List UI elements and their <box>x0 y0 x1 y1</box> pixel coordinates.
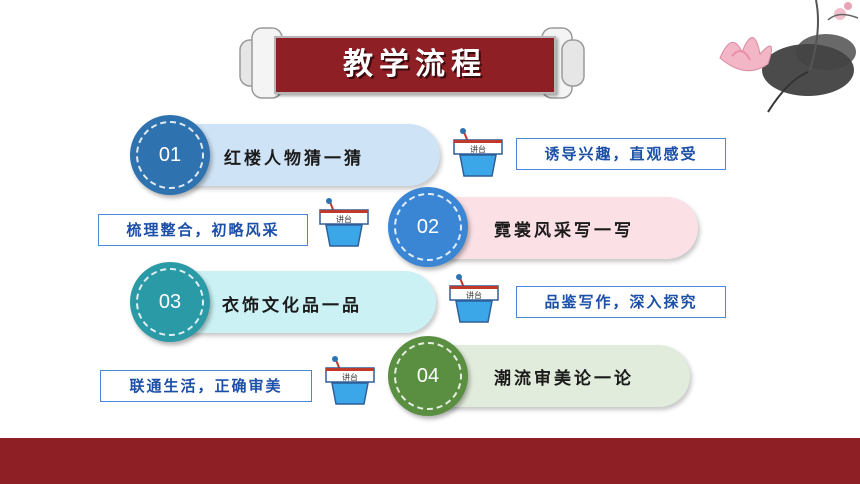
lotus-painting <box>719 0 859 113</box>
podium-icon: 讲台 <box>325 356 375 405</box>
podium-label: 讲台 <box>470 144 486 154</box>
step-4-circle: 04 <box>388 336 468 416</box>
podium-label: 讲台 <box>336 214 352 224</box>
step-4-label: 潮流审美论一论 <box>494 369 634 389</box>
step-3-label: 衣饰文化品一品 <box>222 296 362 316</box>
step-2-circle: 02 <box>388 187 468 267</box>
step-1-label: 红楼人物猜一猜 <box>224 149 364 169</box>
step-3-circle: 03 <box>130 262 210 342</box>
podium-icon: 讲台 <box>319 198 369 247</box>
step-1-number: 01 <box>158 144 182 166</box>
title-scroll: 教学流程 <box>238 26 586 102</box>
podium-label: 讲台 <box>342 372 358 382</box>
podium-icon: 讲台 <box>453 128 503 177</box>
page-title: 教学流程 <box>343 47 487 82</box>
step-3-note: 品鉴写作，深入探究 <box>516 286 726 318</box>
step-1-circle: 01 <box>130 115 210 195</box>
podium-label: 讲台 <box>466 290 482 300</box>
step-4-note: 联通生活，正确审美 <box>100 370 312 402</box>
step-2-note: 梳理整合，初略风采 <box>98 214 308 246</box>
step-2-number: 02 <box>416 216 440 238</box>
title-banner: 教学流程 <box>274 36 556 94</box>
step-3-number: 03 <box>158 291 182 313</box>
podium-icon: 讲台 <box>449 274 499 323</box>
step-2-label: 霓裳风采写一写 <box>494 221 634 241</box>
step-1-note: 诱导兴趣，直观感受 <box>516 138 726 170</box>
footer-band <box>0 438 860 484</box>
step-4-number: 04 <box>416 365 440 387</box>
